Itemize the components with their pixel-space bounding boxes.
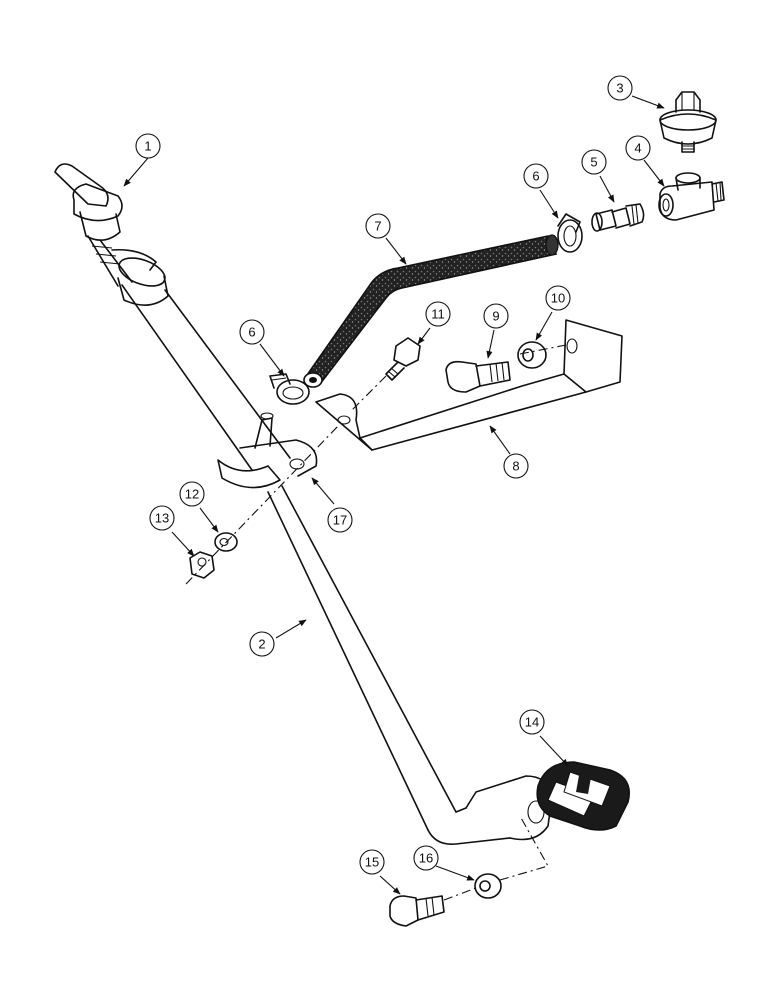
foot-pad — [536, 761, 630, 831]
filler-cap — [54, 163, 157, 287]
callout-17: 17 — [327, 507, 353, 533]
callout-8: 8 — [503, 453, 529, 479]
svg-text:11: 11 — [431, 307, 445, 322]
hex-nut — [189, 551, 215, 579]
callout-16: 16 — [413, 845, 439, 871]
svg-text:15: 15 — [365, 855, 379, 870]
callout-12: 12 — [179, 481, 205, 507]
svg-text:12: 12 — [185, 487, 199, 502]
svg-text:6: 6 — [532, 169, 539, 184]
assembly-centerlines — [185, 344, 567, 901]
small-bolt — [385, 337, 421, 381]
tee-fitting — [658, 172, 725, 221]
svg-text:9: 9 — [492, 309, 499, 324]
callout-10: 10 — [545, 285, 571, 311]
svg-text:8: 8 — [512, 459, 519, 474]
washer — [517, 341, 547, 369]
callout-15: 15 — [359, 849, 385, 875]
lower-bolt — [389, 895, 445, 927]
callout-11: 11 — [425, 301, 451, 327]
svg-text:5: 5 — [590, 155, 597, 170]
hose-clamp-lower — [269, 373, 310, 405]
callout-2: 2 — [249, 631, 275, 657]
bolt — [445, 360, 511, 393]
svg-text:2: 2 — [258, 637, 265, 652]
hose-clamp-upper — [557, 213, 583, 253]
hose — [303, 234, 559, 388]
svg-text:13: 13 — [155, 511, 169, 526]
svg-text:16: 16 — [419, 851, 433, 866]
callout-4: 4 — [625, 135, 651, 161]
adapter-fitting — [591, 203, 645, 232]
callout-5: 5 — [581, 149, 607, 175]
svg-text:7: 7 — [374, 219, 381, 234]
callout-7: 7 — [365, 213, 391, 239]
svg-text:1: 1 — [144, 139, 151, 154]
callout-6-lower: 6 — [239, 319, 265, 345]
lock-washer — [214, 532, 238, 552]
svg-text:17: 17 — [333, 513, 347, 528]
callout-6-upper: 6 — [523, 163, 549, 189]
callout-3: 3 — [607, 75, 633, 101]
svg-text:3: 3 — [616, 81, 623, 96]
callout-14: 14 — [519, 709, 545, 735]
bracket — [315, 319, 623, 451]
callout-1: 1 — [135, 133, 161, 159]
svg-text:14: 14 — [525, 715, 539, 730]
callout-9: 9 — [483, 303, 509, 329]
svg-text:4: 4 — [634, 141, 641, 156]
pressure-sensor — [659, 91, 717, 153]
leader-lines — [123, 95, 665, 895]
svg-text:10: 10 — [551, 291, 565, 306]
lower-washer — [474, 873, 502, 899]
tube-rod — [117, 257, 553, 846]
callout-13: 13 — [149, 505, 175, 531]
svg-text:6: 6 — [248, 325, 255, 340]
